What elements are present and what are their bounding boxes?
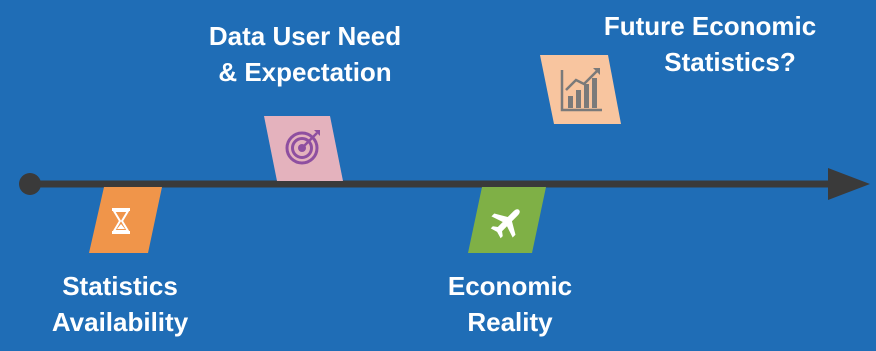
label-economic-line1: Economic <box>447 271 573 301</box>
label-statistics-line2: Availability <box>51 307 189 337</box>
label-data-user-line1: Data User Need <box>208 21 402 51</box>
airplane-icon <box>490 209 520 239</box>
label-statistics: Statistics Availability <box>20 268 220 340</box>
card-economic <box>468 187 546 253</box>
label-economic-line2: Reality <box>467 307 553 337</box>
card-future <box>540 55 621 124</box>
card-data-user <box>264 116 343 181</box>
label-data-user: Data User Need & Expectation <box>170 18 440 90</box>
label-future-line2: Statistics? <box>664 47 796 77</box>
card-statistics <box>89 187 162 253</box>
hourglass-icon <box>112 208 130 234</box>
label-future: Future Economic Statistics? <box>560 8 860 80</box>
growth-chart-icon <box>560 68 602 112</box>
target-icon <box>285 130 320 165</box>
label-statistics-line1: Statistics <box>62 271 178 301</box>
label-data-user-line2: & Expectation <box>218 57 392 87</box>
timeline-start-dot <box>19 173 41 195</box>
label-economic: Economic Reality <box>410 268 610 340</box>
label-future-line1: Future Economic <box>603 11 817 41</box>
timeline-arrowhead <box>828 168 870 200</box>
